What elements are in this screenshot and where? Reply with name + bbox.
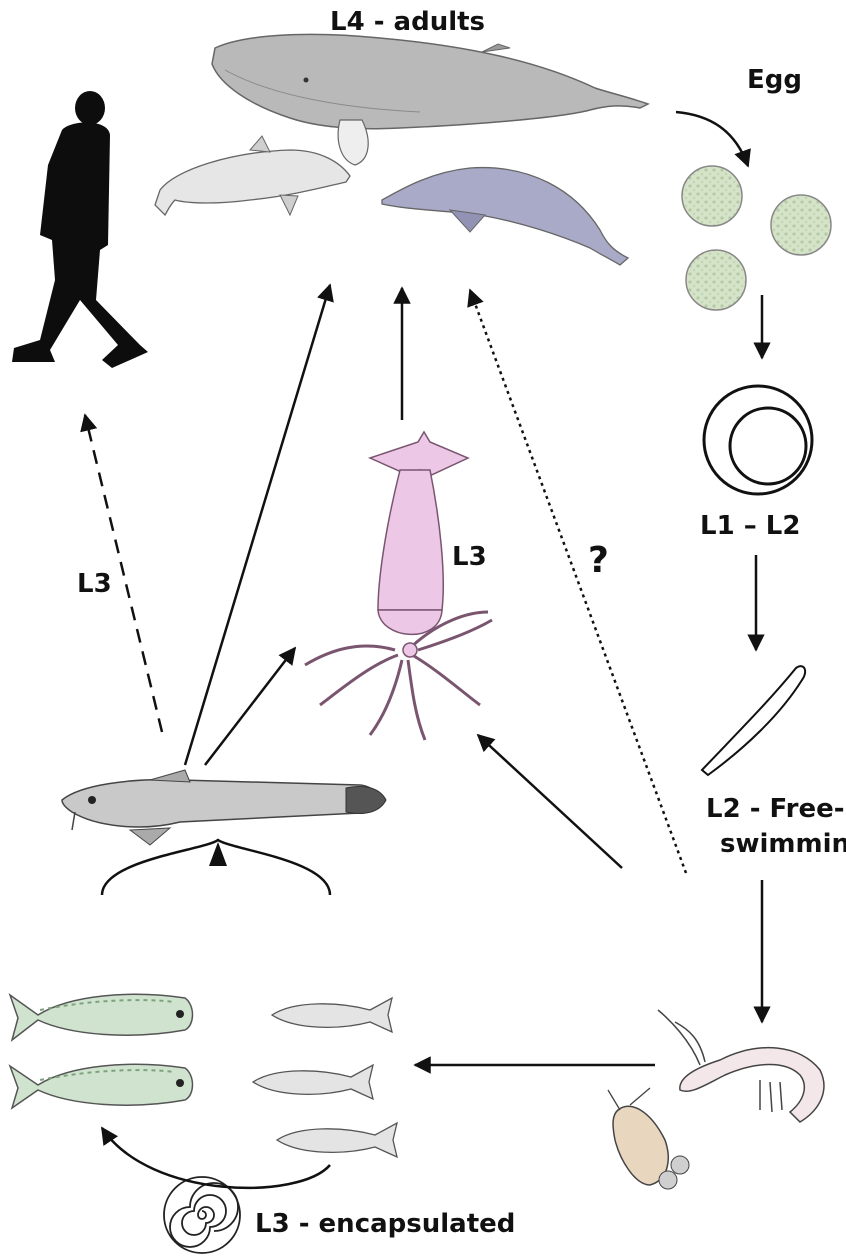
label-l3-encapsulated: L3 - encapsulated [255, 1210, 515, 1240]
copepod-icon [608, 1088, 689, 1189]
arrow-whale-to-egg [676, 112, 748, 166]
label-l2-free: L2 - Free- [706, 795, 845, 825]
river-dolphin-icon [382, 168, 628, 265]
label-egg: Egg [747, 66, 802, 96]
arrow-hake-to-whale [185, 285, 330, 765]
label-l1-l2: L1 – L2 [700, 512, 800, 542]
krill-icon [658, 1010, 824, 1122]
sardine-icon [253, 998, 397, 1157]
label-adults: L4 - adults [330, 8, 485, 38]
egg-icon [682, 166, 831, 310]
mackerel-icon [10, 994, 193, 1108]
label-l3-squid: L3 [452, 543, 487, 573]
encapsulated-larva-icon [164, 1177, 240, 1253]
label-l2-swimming: swimming [720, 830, 846, 860]
free-larva-icon [702, 666, 805, 775]
arrow-krill-to-squid [478, 735, 622, 868]
arrow-hake-to-squid [205, 648, 295, 765]
hake-fish-icon [62, 770, 386, 845]
dolphin-icon [155, 136, 350, 215]
human-silhouette-icon [12, 91, 148, 368]
arrow-prey-merge-head [209, 842, 227, 866]
squid-icon [305, 432, 492, 740]
label-question: ? [588, 540, 609, 581]
arrow-krill-to-whale-uncertain [470, 290, 686, 873]
label-l3-left: L3 [77, 570, 112, 600]
larva-ring-icon [704, 386, 812, 494]
whale-icon [212, 34, 648, 165]
